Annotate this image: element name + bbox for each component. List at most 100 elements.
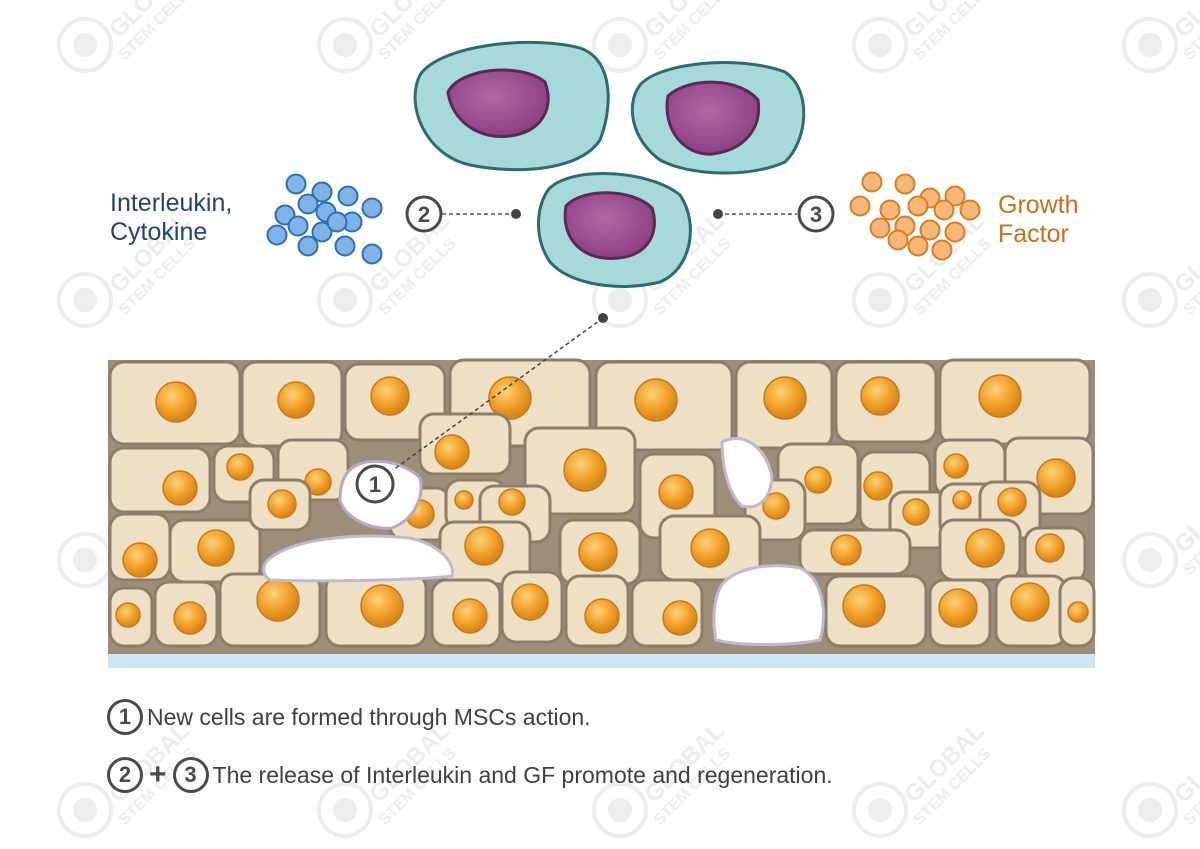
- tissue-cell-nucleus: [122, 542, 158, 578]
- msc-nucleus: [665, 80, 761, 156]
- new-cell: [712, 564, 825, 646]
- growth-factor-particle: [907, 235, 929, 257]
- marker-1: 1: [355, 464, 395, 504]
- marker-3-label: 3: [810, 202, 822, 227]
- tissue-cell-nucleus: [860, 376, 900, 416]
- interleukin-particle: [311, 181, 333, 203]
- tissue-cell-nucleus: [952, 490, 972, 510]
- growth-factor-particle: [879, 199, 901, 221]
- growth-factor-particle: [931, 239, 953, 261]
- tissue-cell-nucleus: [434, 434, 470, 470]
- legend-text-2: The release of Interleukin and GF promot…: [212, 761, 833, 788]
- svg-text:GLOBAL: GLOBAL: [1169, 718, 1200, 809]
- connector-1-dot: [598, 313, 608, 323]
- legend-plus: +: [149, 758, 167, 791]
- tissue-cell-nucleus: [173, 601, 207, 635]
- interleukin-particle: [297, 193, 319, 215]
- tissue-cell-nucleus: [197, 529, 235, 567]
- interleukin-particle: [285, 173, 307, 195]
- interleukin-label-line2: Cytokine: [110, 218, 208, 246]
- tissue-cell-nucleus: [452, 598, 488, 634]
- interleukin-particle: [311, 221, 333, 243]
- tissue-cell-nucleus: [1067, 601, 1089, 623]
- tissue-cell-nucleus: [1036, 458, 1076, 498]
- marker-2-label: 2: [418, 202, 430, 227]
- interleukin-label-line1: Interleukin,: [110, 189, 233, 217]
- growth-factor-particle: [861, 171, 883, 193]
- interleukin-particle: [326, 211, 348, 233]
- tissue-cell-nucleus: [938, 588, 978, 628]
- tissue-cell-nucleus: [997, 487, 1027, 517]
- tissue-cell-nucleus: [662, 600, 698, 636]
- tissue-cell-nucleus: [256, 578, 300, 622]
- growth-factor-particle: [959, 199, 981, 221]
- tissue-cell-nucleus: [943, 453, 969, 479]
- tissue-cell-nucleus: [115, 602, 141, 628]
- growth-factor-particle: [907, 195, 929, 217]
- legend-marker-2: 2: [107, 757, 143, 793]
- connector-3-dot: [713, 209, 723, 219]
- tissue-cell-nucleus: [763, 376, 807, 420]
- basement-membrane: [108, 654, 1095, 668]
- interleukin-particle: [361, 197, 383, 219]
- msc-nucleus: [563, 191, 656, 260]
- legend-row-1: 1 New cells are formed through MSCs acti…: [107, 699, 591, 735]
- legend-marker-3: 3: [172, 757, 209, 793]
- tissue-cell-nucleus: [267, 489, 297, 519]
- tissue-cell-nucleus: [277, 381, 315, 419]
- growth-factor-particle: [849, 195, 871, 217]
- tissue-cell-nucleus: [162, 470, 198, 506]
- tissue-cell-nucleus: [578, 532, 618, 572]
- growth-factor-particle: [944, 185, 966, 207]
- tissue-cell-nucleus: [1010, 582, 1050, 622]
- growth-factor-particle: [869, 217, 891, 239]
- tissue-cell-nucleus: [978, 374, 1022, 418]
- tissue-cell-nucleus: [488, 376, 532, 420]
- tissue-cell-nucleus: [1035, 533, 1065, 563]
- tissue-cell-nucleus: [563, 448, 607, 492]
- interleukin-label: Interleukin, Cytokine: [110, 189, 232, 247]
- connector-2-dot: [511, 209, 521, 219]
- interleukin-particle: [297, 235, 319, 257]
- growth-factor-label-line2: Factor: [998, 220, 1069, 248]
- growth-factor-label-line1: Growth: [998, 191, 1079, 219]
- tissue-cell-nucleus: [863, 471, 893, 501]
- interleukin-particle: [337, 185, 359, 207]
- legend-marker-1: 1: [107, 699, 143, 735]
- tissue-cell-nucleus: [360, 584, 404, 628]
- growth-factor-particle: [919, 219, 941, 241]
- tissue-cell-nucleus: [155, 381, 197, 423]
- growth-factor-label: Growth Factor: [998, 191, 1079, 249]
- marker-2: 2: [405, 195, 443, 233]
- interleukin-particle: [361, 243, 383, 265]
- legend-text-1: New cells are formed through MSCs action…: [147, 703, 591, 730]
- tissue-cell-nucleus: [454, 490, 474, 510]
- tissue-cell-nucleus: [842, 584, 886, 628]
- tissue-cell-nucleus: [226, 453, 254, 481]
- connector-1: [392, 317, 604, 471]
- marker-3: 3: [797, 195, 835, 233]
- interleukin-particle: [334, 235, 356, 257]
- growth-factor-particle: [887, 229, 909, 251]
- tissue-cell-nucleus: [690, 528, 730, 568]
- growth-factor-particles: [849, 171, 981, 261]
- tissue-cell-nucleus: [511, 583, 549, 621]
- tissue-cell-nucleus: [584, 598, 620, 634]
- new-cell: [262, 534, 454, 583]
- interleukin-particles: [266, 173, 383, 265]
- tissue-cell-nucleus: [634, 378, 678, 422]
- marker-1-label: 1: [369, 472, 381, 497]
- new-cell: [720, 436, 774, 509]
- msc-cell: [413, 40, 610, 172]
- tissue-cell-nucleus: [762, 492, 790, 520]
- tissue-cell-nucleus: [464, 526, 504, 566]
- tissue-cell-nucleus: [902, 498, 930, 526]
